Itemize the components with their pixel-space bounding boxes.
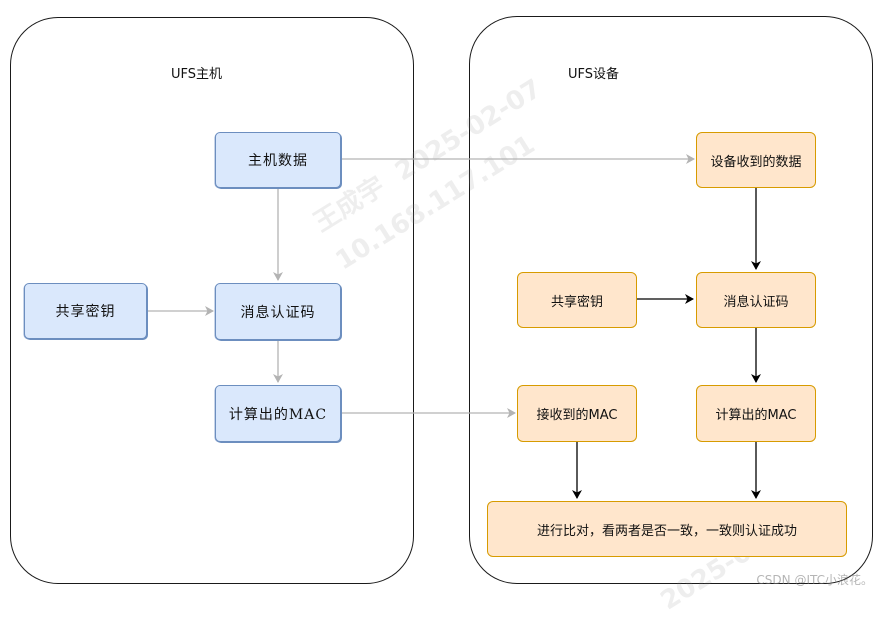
device-title: UFS设备: [568, 67, 620, 82]
host-mac-code-node: 消息认证码: [215, 283, 341, 340]
host-computed-mac-node: 计算出的MAC: [215, 385, 341, 442]
device-computed-mac-node: 计算出的MAC: [696, 385, 816, 442]
device-mac-code-node: 消息认证码: [696, 272, 816, 328]
host-title: UFS主机: [171, 67, 223, 82]
device-shared-key-node: 共享密钥: [517, 272, 637, 328]
device-received-data-node: 设备收到的数据: [696, 132, 816, 188]
connector-edges: [147, 154, 761, 499]
csdn-credit: CSDN @ITC小浪花。: [756, 573, 873, 587]
host-data-node: 主机数据: [215, 132, 341, 188]
device-compare-node: 进行比对，看两者是否一致，一致则认证成功: [487, 501, 847, 557]
device-received-mac-node: 接收到的MAC: [517, 385, 637, 442]
host-shared-key-node: 共享密钥: [24, 283, 147, 339]
